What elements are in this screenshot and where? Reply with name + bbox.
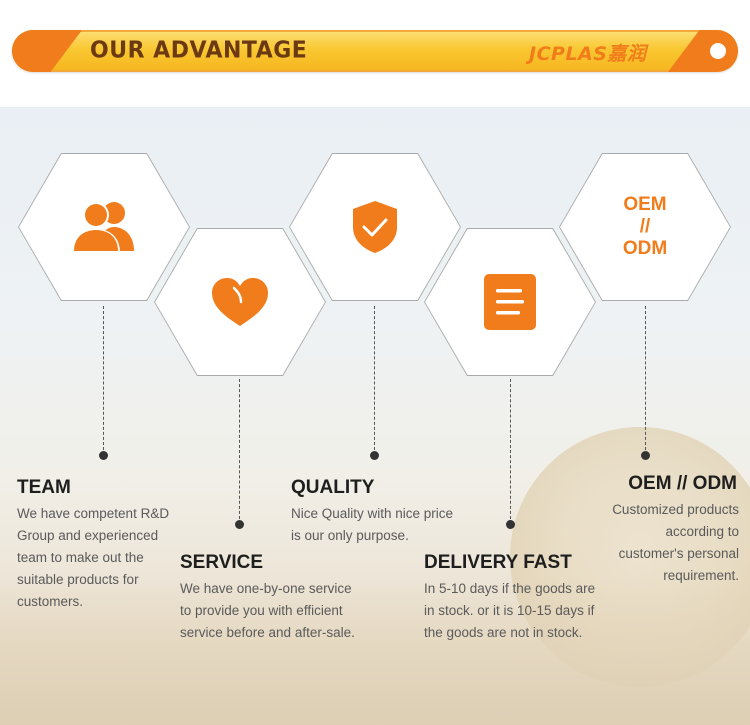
heart-icon — [212, 278, 268, 326]
feature-desc-quality: Nice Quality with nice price is our only… — [291, 506, 454, 543]
badge-line-odm: ODM — [622, 238, 668, 259]
connector-dot-delivery — [506, 520, 515, 529]
connector-line-oem — [645, 306, 646, 450]
hexagon-team — [18, 153, 190, 301]
connector-line-service — [239, 379, 240, 519]
hexagon-quality — [289, 153, 461, 301]
document-icon — [484, 274, 536, 330]
connector-dot-quality — [370, 451, 379, 460]
advantage-section: OEM // ODM TEAM We have competent R&D Gr… — [0, 107, 750, 725]
connector-dot-team — [99, 451, 108, 460]
feature-title-team: TEAM — [17, 477, 71, 498]
shield-check-icon — [353, 201, 397, 253]
team-icon — [72, 202, 134, 253]
header-banner: OUR ADVANTAGE JCPLAS嘉润 — [12, 30, 738, 72]
hexagon-oem-odm: OEM // ODM — [559, 153, 731, 301]
connector-dot-oem — [641, 451, 650, 460]
oem-odm-badge: OEM // ODM — [623, 194, 667, 260]
connector-line-delivery — [510, 379, 511, 519]
feature-desc-team: We have competent R&D Group and experien… — [17, 506, 170, 609]
brand-logo: JCPLAS嘉润 — [529, 43, 647, 65]
connector-dot-service — [235, 520, 244, 529]
feature-title-delivery: DELIVERY FAST — [424, 552, 572, 573]
feature-desc-delivery: In 5-10 days if the goods are in stock. … — [424, 581, 596, 640]
badge-line-separator: // — [639, 216, 651, 237]
hexagon-service — [154, 228, 326, 376]
feature-title-oem-odm: OEM // ODM — [628, 473, 737, 494]
hexagon-delivery — [424, 228, 596, 376]
background-field — [0, 577, 750, 725]
feature-title-quality: QUALITY — [291, 477, 375, 498]
feature-desc-service: We have one-by-one service to provide yo… — [180, 581, 355, 640]
banner-left-accent — [12, 30, 82, 72]
feature-title-service: SERVICE — [180, 552, 264, 573]
connector-line-quality — [374, 306, 375, 450]
banner-dot-icon — [710, 43, 726, 59]
feature-desc-oem-odm: Customized products according to custome… — [612, 502, 739, 583]
badge-line-oem: OEM — [623, 194, 667, 215]
connector-line-team — [103, 306, 104, 450]
section-title: OUR ADVANTAGE — [90, 37, 308, 64]
banner-right-accent — [668, 30, 738, 72]
